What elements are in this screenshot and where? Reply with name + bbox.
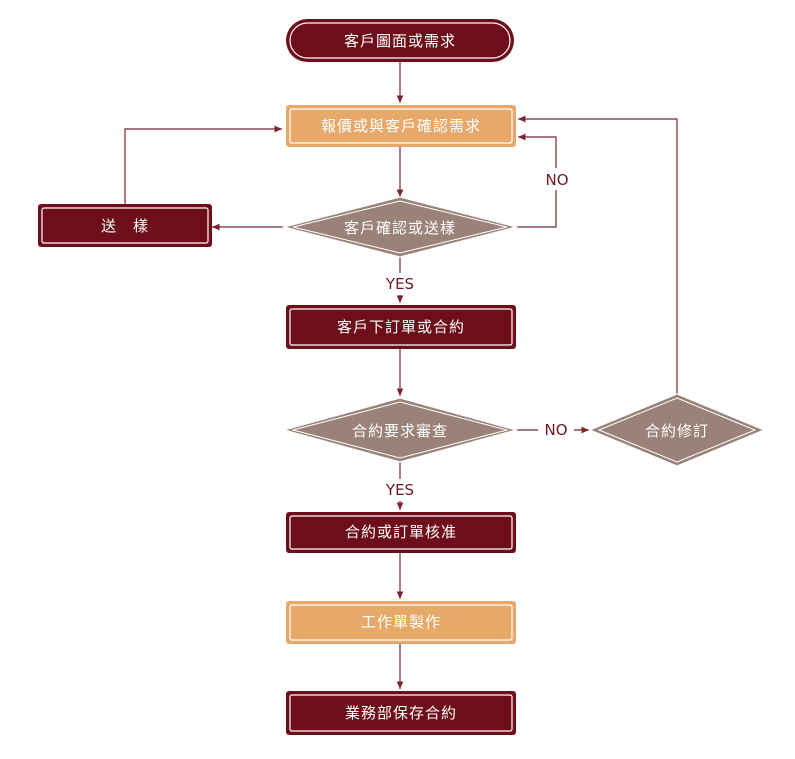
node-confirm: 客戶確認或送樣 [281, 196, 519, 258]
node-sample: 送 樣 [38, 204, 212, 247]
node-keep-label: 業務部保存合約 [345, 704, 457, 722]
node-quote: 報價或與客戶確認需求 [286, 105, 516, 147]
edge-label-confirm-yes: YES [385, 275, 414, 293]
node-confirm-label: 客戶確認或送樣 [344, 219, 456, 237]
node-workorder-label: 工作單製作 [361, 613, 441, 631]
node-review-label: 合約要求審查 [352, 422, 448, 440]
node-sample-label: 送 樣 [101, 217, 149, 235]
node-keep: 業務部保存合約 [286, 691, 516, 735]
edge-label-review-yes: YES [385, 481, 414, 499]
node-revise-label: 合約修訂 [645, 422, 709, 440]
node-start-label: 客戶圖面或需求 [344, 32, 456, 50]
node-quote-label: 報價或與客戶確認需求 [321, 117, 481, 135]
edge-revise-quote [518, 115, 678, 394]
edge-label-confirm-no: NO [545, 171, 568, 189]
node-order-label: 客戶下訂單或合約 [337, 318, 465, 336]
node-approve-label: 合約或訂單核准 [345, 523, 457, 541]
node-workorder: 工作單製作 [286, 601, 516, 644]
connectors [124, 62, 678, 689]
node-review: 合約要求審查 [281, 397, 519, 463]
edge-label-review-no: NO [544, 421, 567, 439]
node-order: 客戶下訂單或合約 [286, 305, 516, 349]
node-revise: 合約修訂 [588, 393, 766, 467]
node-approve: 合約或訂單核准 [286, 512, 516, 553]
node-start: 客戶圖面或需求 [286, 19, 514, 62]
edge-sample-quote [124, 125, 282, 204]
